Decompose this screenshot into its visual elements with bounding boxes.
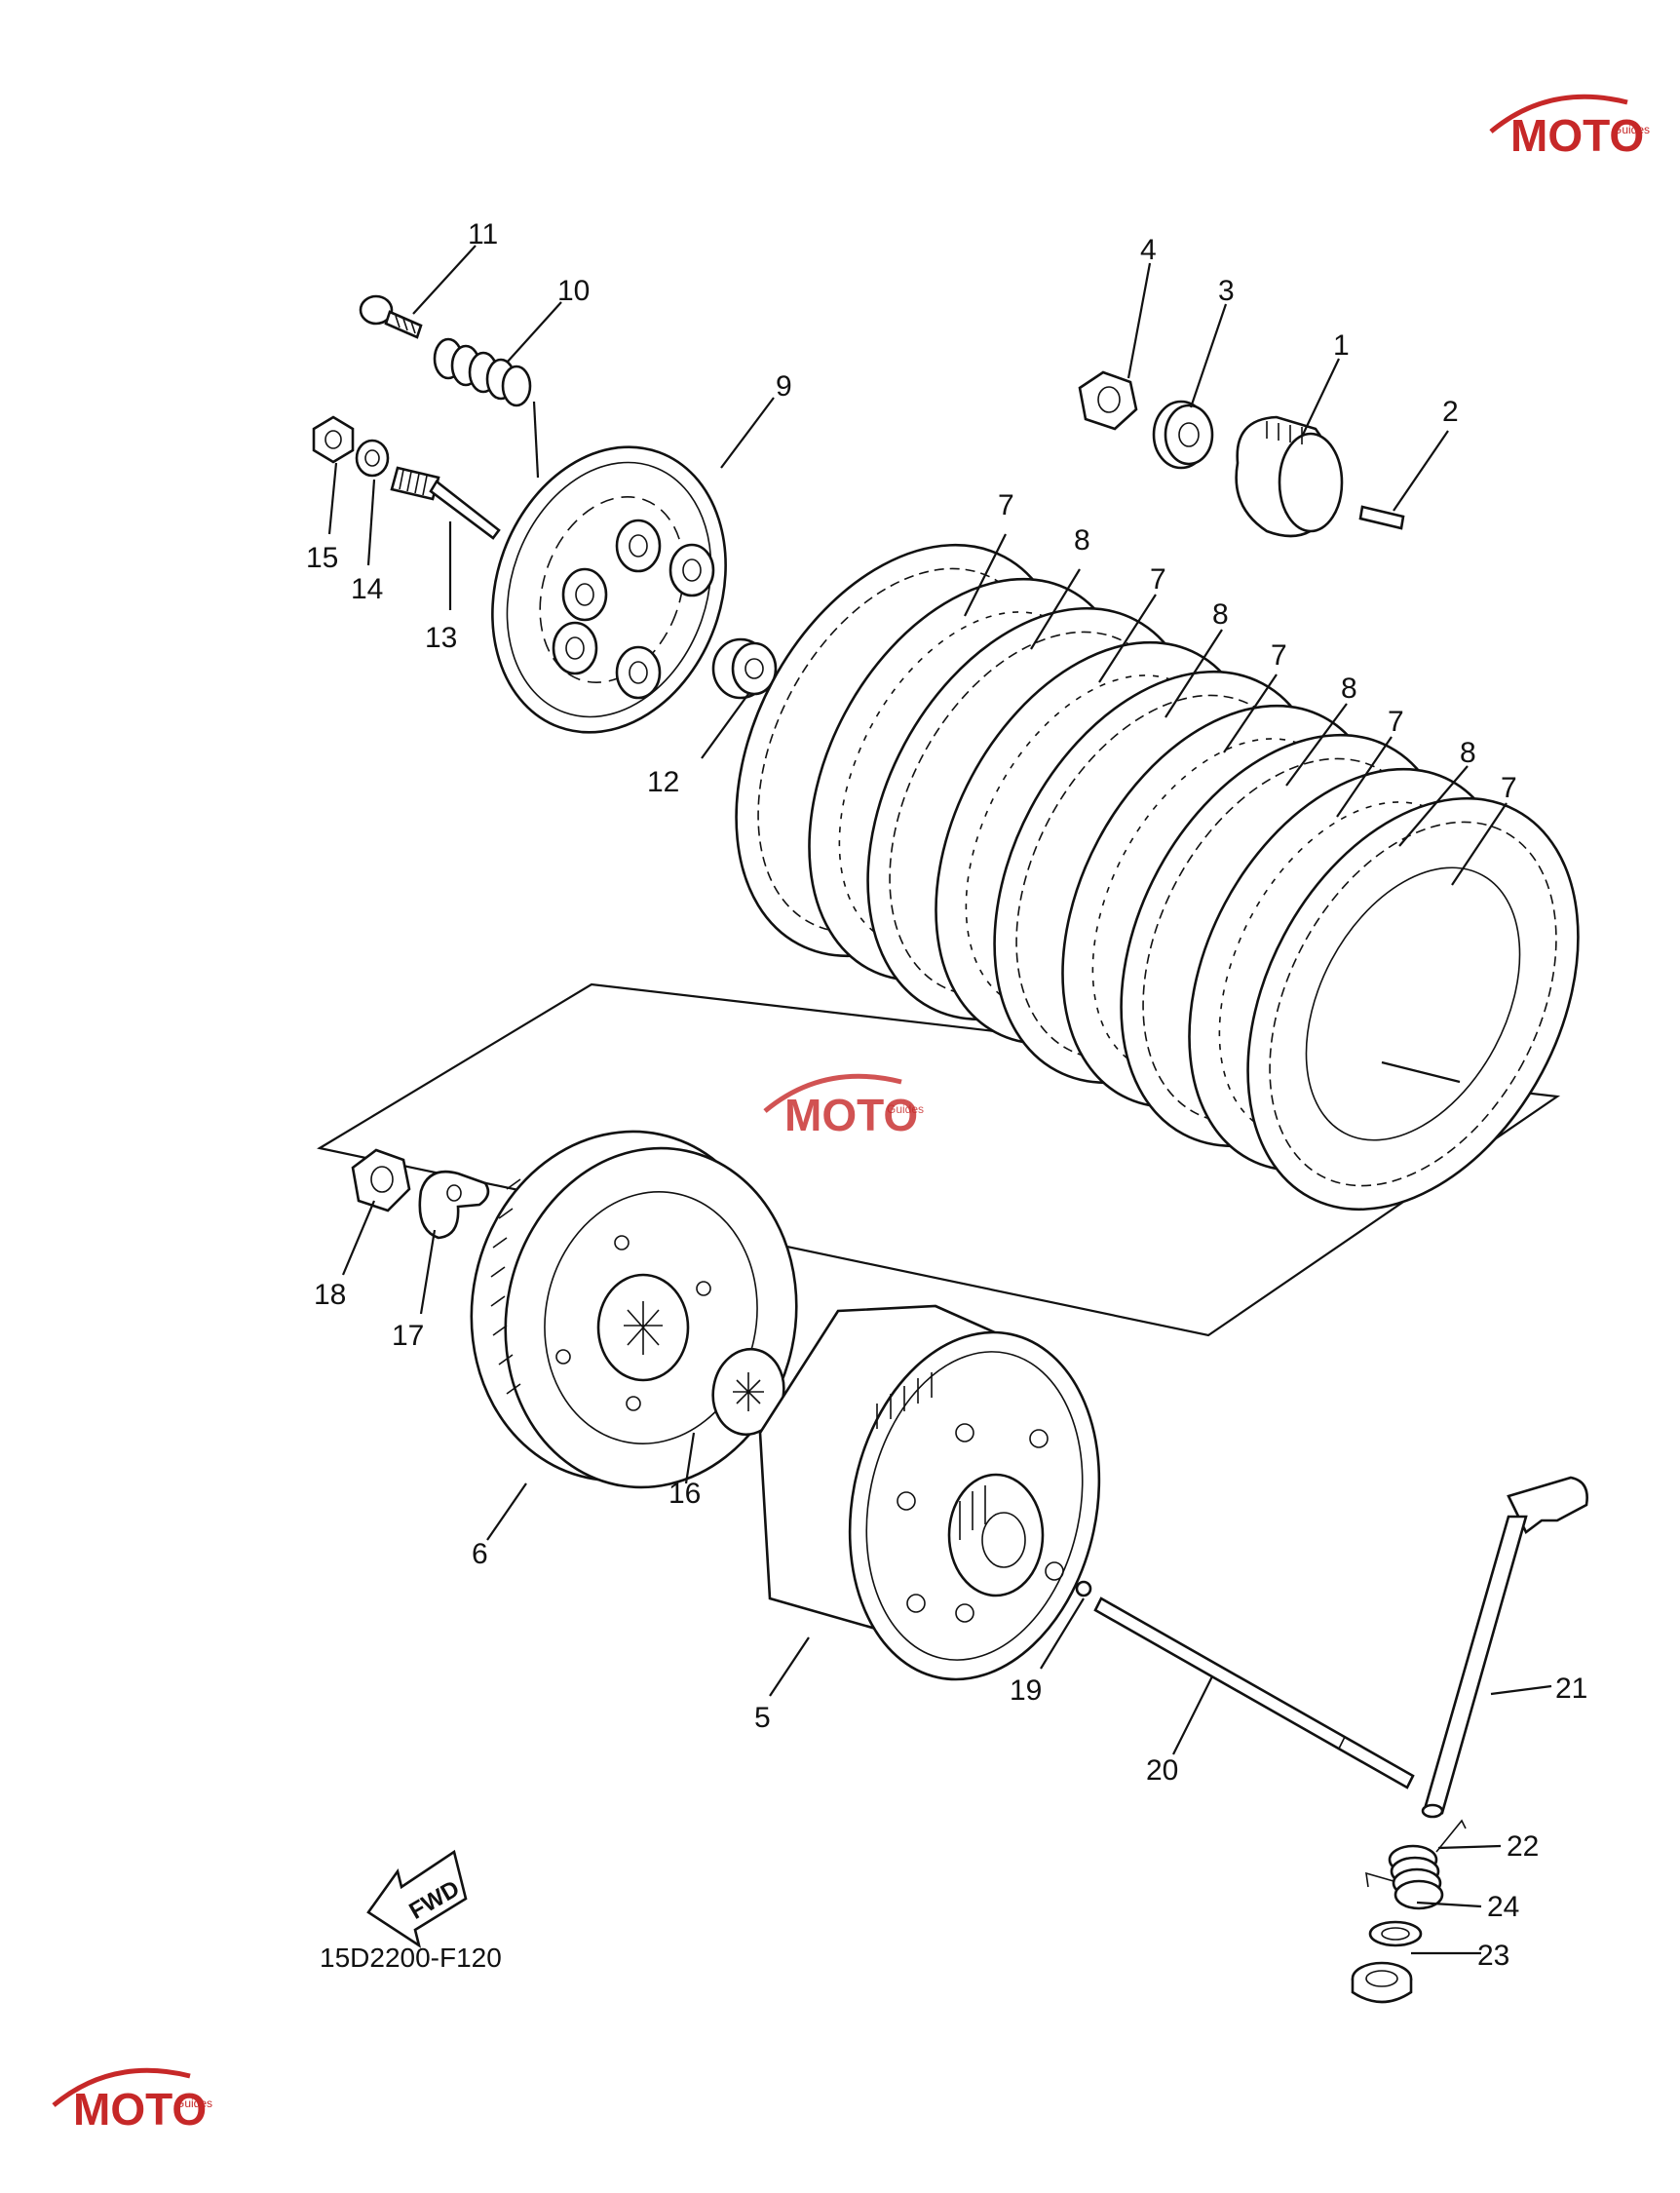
part-washer-14: [355, 439, 390, 478]
callout-10: 10: [557, 275, 590, 307]
callout-14: 14: [351, 573, 383, 605]
callout-2: 2: [1442, 396, 1459, 428]
part-washer-3: [1152, 400, 1214, 470]
part-gear-1: [1235, 415, 1344, 538]
callout-13: 13: [425, 622, 457, 654]
callout-9: 9: [776, 370, 792, 403]
drawing-code: 15D2200-F120: [320, 1943, 502, 1973]
part-nut-18: [351, 1148, 411, 1212]
callout-24: 24: [1487, 1891, 1519, 1923]
clutch-plate-stack: [735, 543, 1580, 1212]
callout-22: 22: [1507, 1830, 1539, 1863]
friction-plate-7: [1246, 796, 1580, 1212]
callout-11: 11: [468, 218, 498, 250]
callout-8a: 8: [1074, 524, 1090, 557]
watermark-logo-text: MOTO: [784, 1090, 918, 1140]
watermark-tagline: Guides: [1613, 123, 1650, 136]
callout-20: 20: [1146, 1754, 1178, 1787]
callout-23: 23: [1477, 1940, 1509, 1972]
part-pin-13: [390, 466, 501, 540]
callout-5: 5: [754, 1702, 771, 1734]
watermark-tagline: Guides: [175, 2097, 212, 2110]
part-screw-11: [359, 294, 423, 339]
callout-7a: 7: [998, 489, 1014, 521]
fwd-arrow-icon: FWD: [366, 1849, 468, 1948]
watermark-tagline: Guides: [887, 1102, 924, 1116]
watermark-logo-center: MOTO Guides: [763, 1073, 924, 1140]
part-push-rod-20: [1093, 1597, 1415, 1789]
callout-8b: 8: [1212, 598, 1229, 631]
callout-6: 6: [472, 1538, 488, 1570]
callout-18: 18: [314, 1279, 346, 1311]
callout-4: 4: [1140, 234, 1157, 266]
callout-19: 19: [1010, 1674, 1042, 1707]
assembly-outline: [317, 982, 1561, 1337]
callout-labels: 11 10 9 15 14 13 12 4 3 1 2 7 8 7 8 7 8 …: [306, 218, 1587, 1972]
callout-7d: 7: [1388, 706, 1404, 738]
part-nut-15: [312, 415, 355, 464]
callout-7e: 7: [1501, 772, 1517, 804]
part-pressure-plate-9: [491, 445, 727, 734]
part-spring-22: [1365, 1819, 1467, 1910]
callout-12: 12: [647, 766, 679, 798]
leader-lines: [327, 245, 1552, 1955]
callout-7b: 7: [1150, 563, 1166, 596]
part-ball-19: [1075, 1580, 1092, 1597]
part-spring-10: [433, 337, 532, 407]
part-oil-seal-23: [1351, 1961, 1413, 2004]
callout-3: 3: [1218, 275, 1235, 307]
watermark-logo-bottom-left: MOTO Guides: [52, 2067, 212, 2135]
callout-8c: 8: [1341, 673, 1357, 705]
watermark-logo-top-right: MOTO Guides: [1489, 94, 1650, 161]
part-bushing-12: [711, 637, 778, 700]
part-lock-washer-17: [418, 1170, 490, 1240]
part-clutch-housing-5: [758, 1304, 1101, 1681]
part-push-lever-21: [1421, 1476, 1588, 1819]
part-washer-24: [1368, 1920, 1423, 1947]
callout-7c: 7: [1271, 639, 1287, 672]
callout-21: 21: [1555, 1673, 1587, 1705]
callout-8d: 8: [1460, 737, 1476, 769]
part-key-2: [1358, 505, 1405, 530]
watermark-logo-text: MOTO: [73, 2084, 207, 2135]
callout-17: 17: [392, 1320, 424, 1352]
callout-16: 16: [668, 1478, 701, 1510]
callout-1: 1: [1333, 329, 1350, 362]
part-nut-4: [1078, 370, 1138, 431]
watermark-logo-text: MOTO: [1510, 110, 1644, 161]
callout-15: 15: [306, 542, 338, 574]
